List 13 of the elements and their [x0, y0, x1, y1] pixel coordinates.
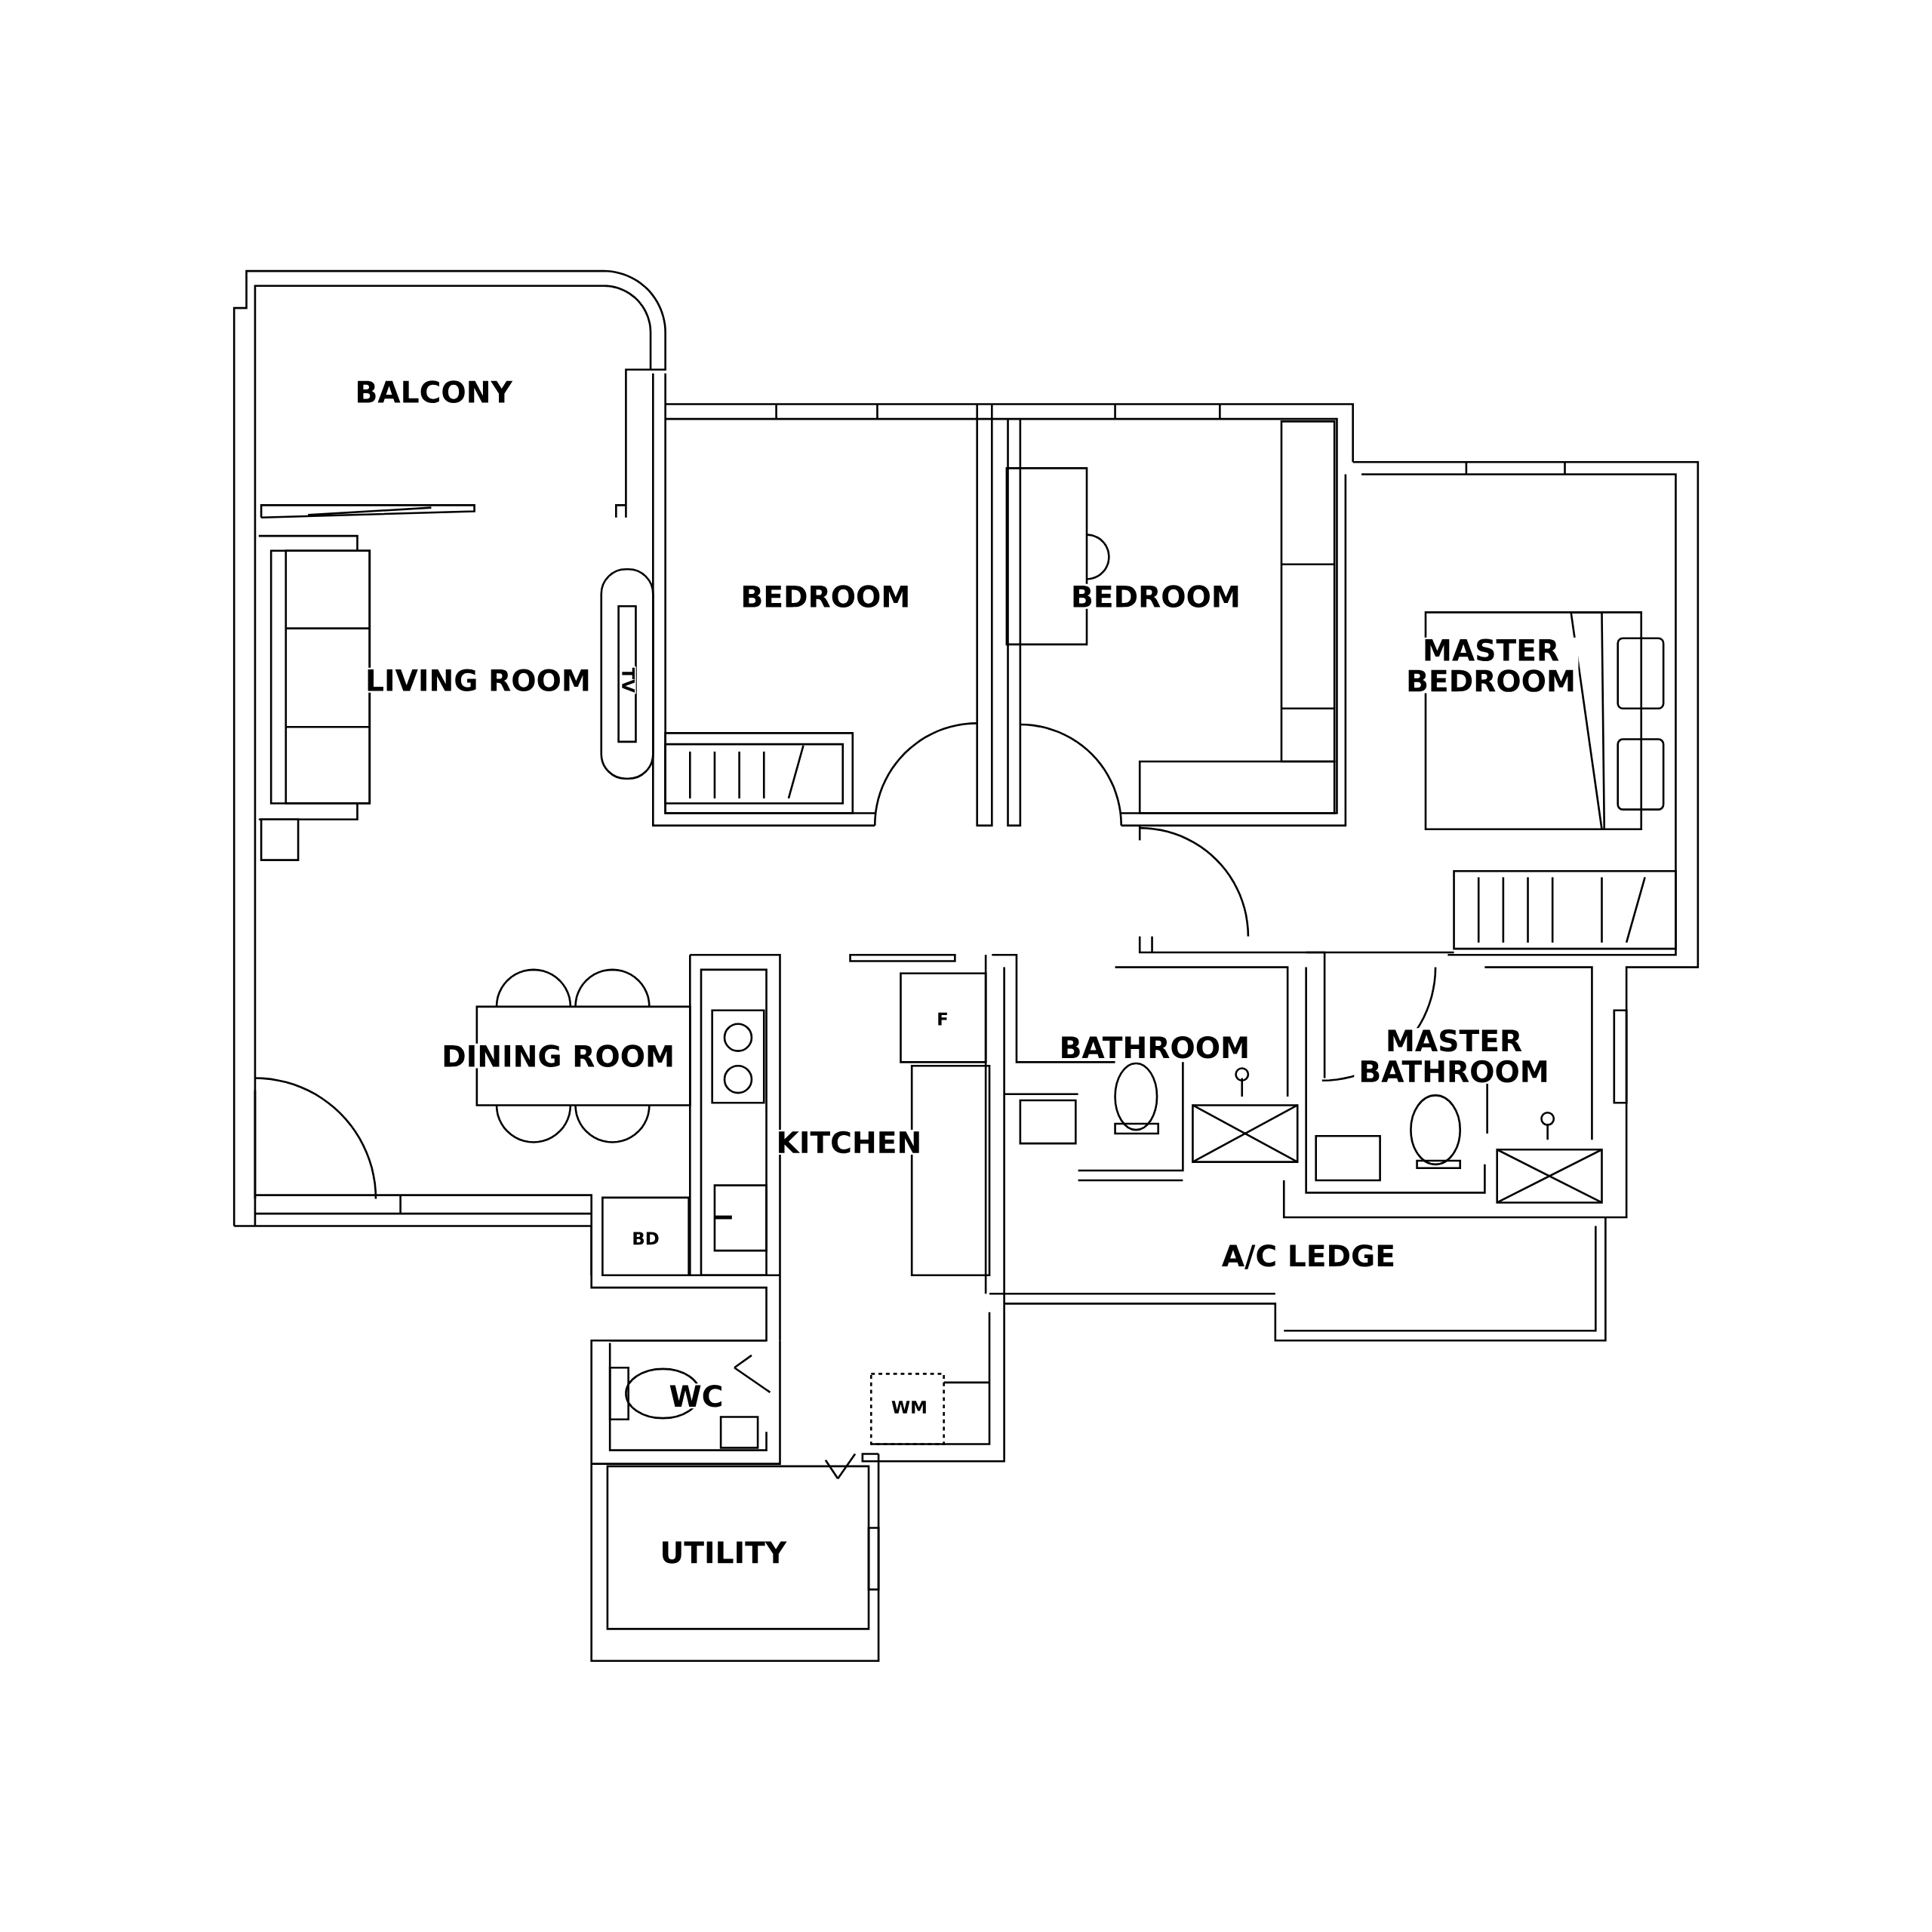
room-label: A/C LEDGE: [1220, 1243, 1397, 1271]
room-label: WC: [667, 1383, 725, 1409]
room-label: BATHROOM: [1057, 1035, 1251, 1060]
room-label: KITCHEN: [774, 1130, 923, 1155]
room-label: DINING ROOM: [440, 1043, 676, 1069]
room-label: UTILITY: [658, 1540, 788, 1565]
room-label: BEDROOM: [1069, 583, 1242, 609]
fixture-label: WM: [890, 1399, 929, 1415]
room-label: BALCONY: [353, 379, 514, 405]
room-label: MASTER BATHROOM: [1354, 1028, 1554, 1084]
room-label: MASTER BEDROOM: [1403, 637, 1579, 694]
room-label: BEDROOM: [739, 583, 912, 609]
room-label: LIVING ROOM: [364, 667, 592, 693]
